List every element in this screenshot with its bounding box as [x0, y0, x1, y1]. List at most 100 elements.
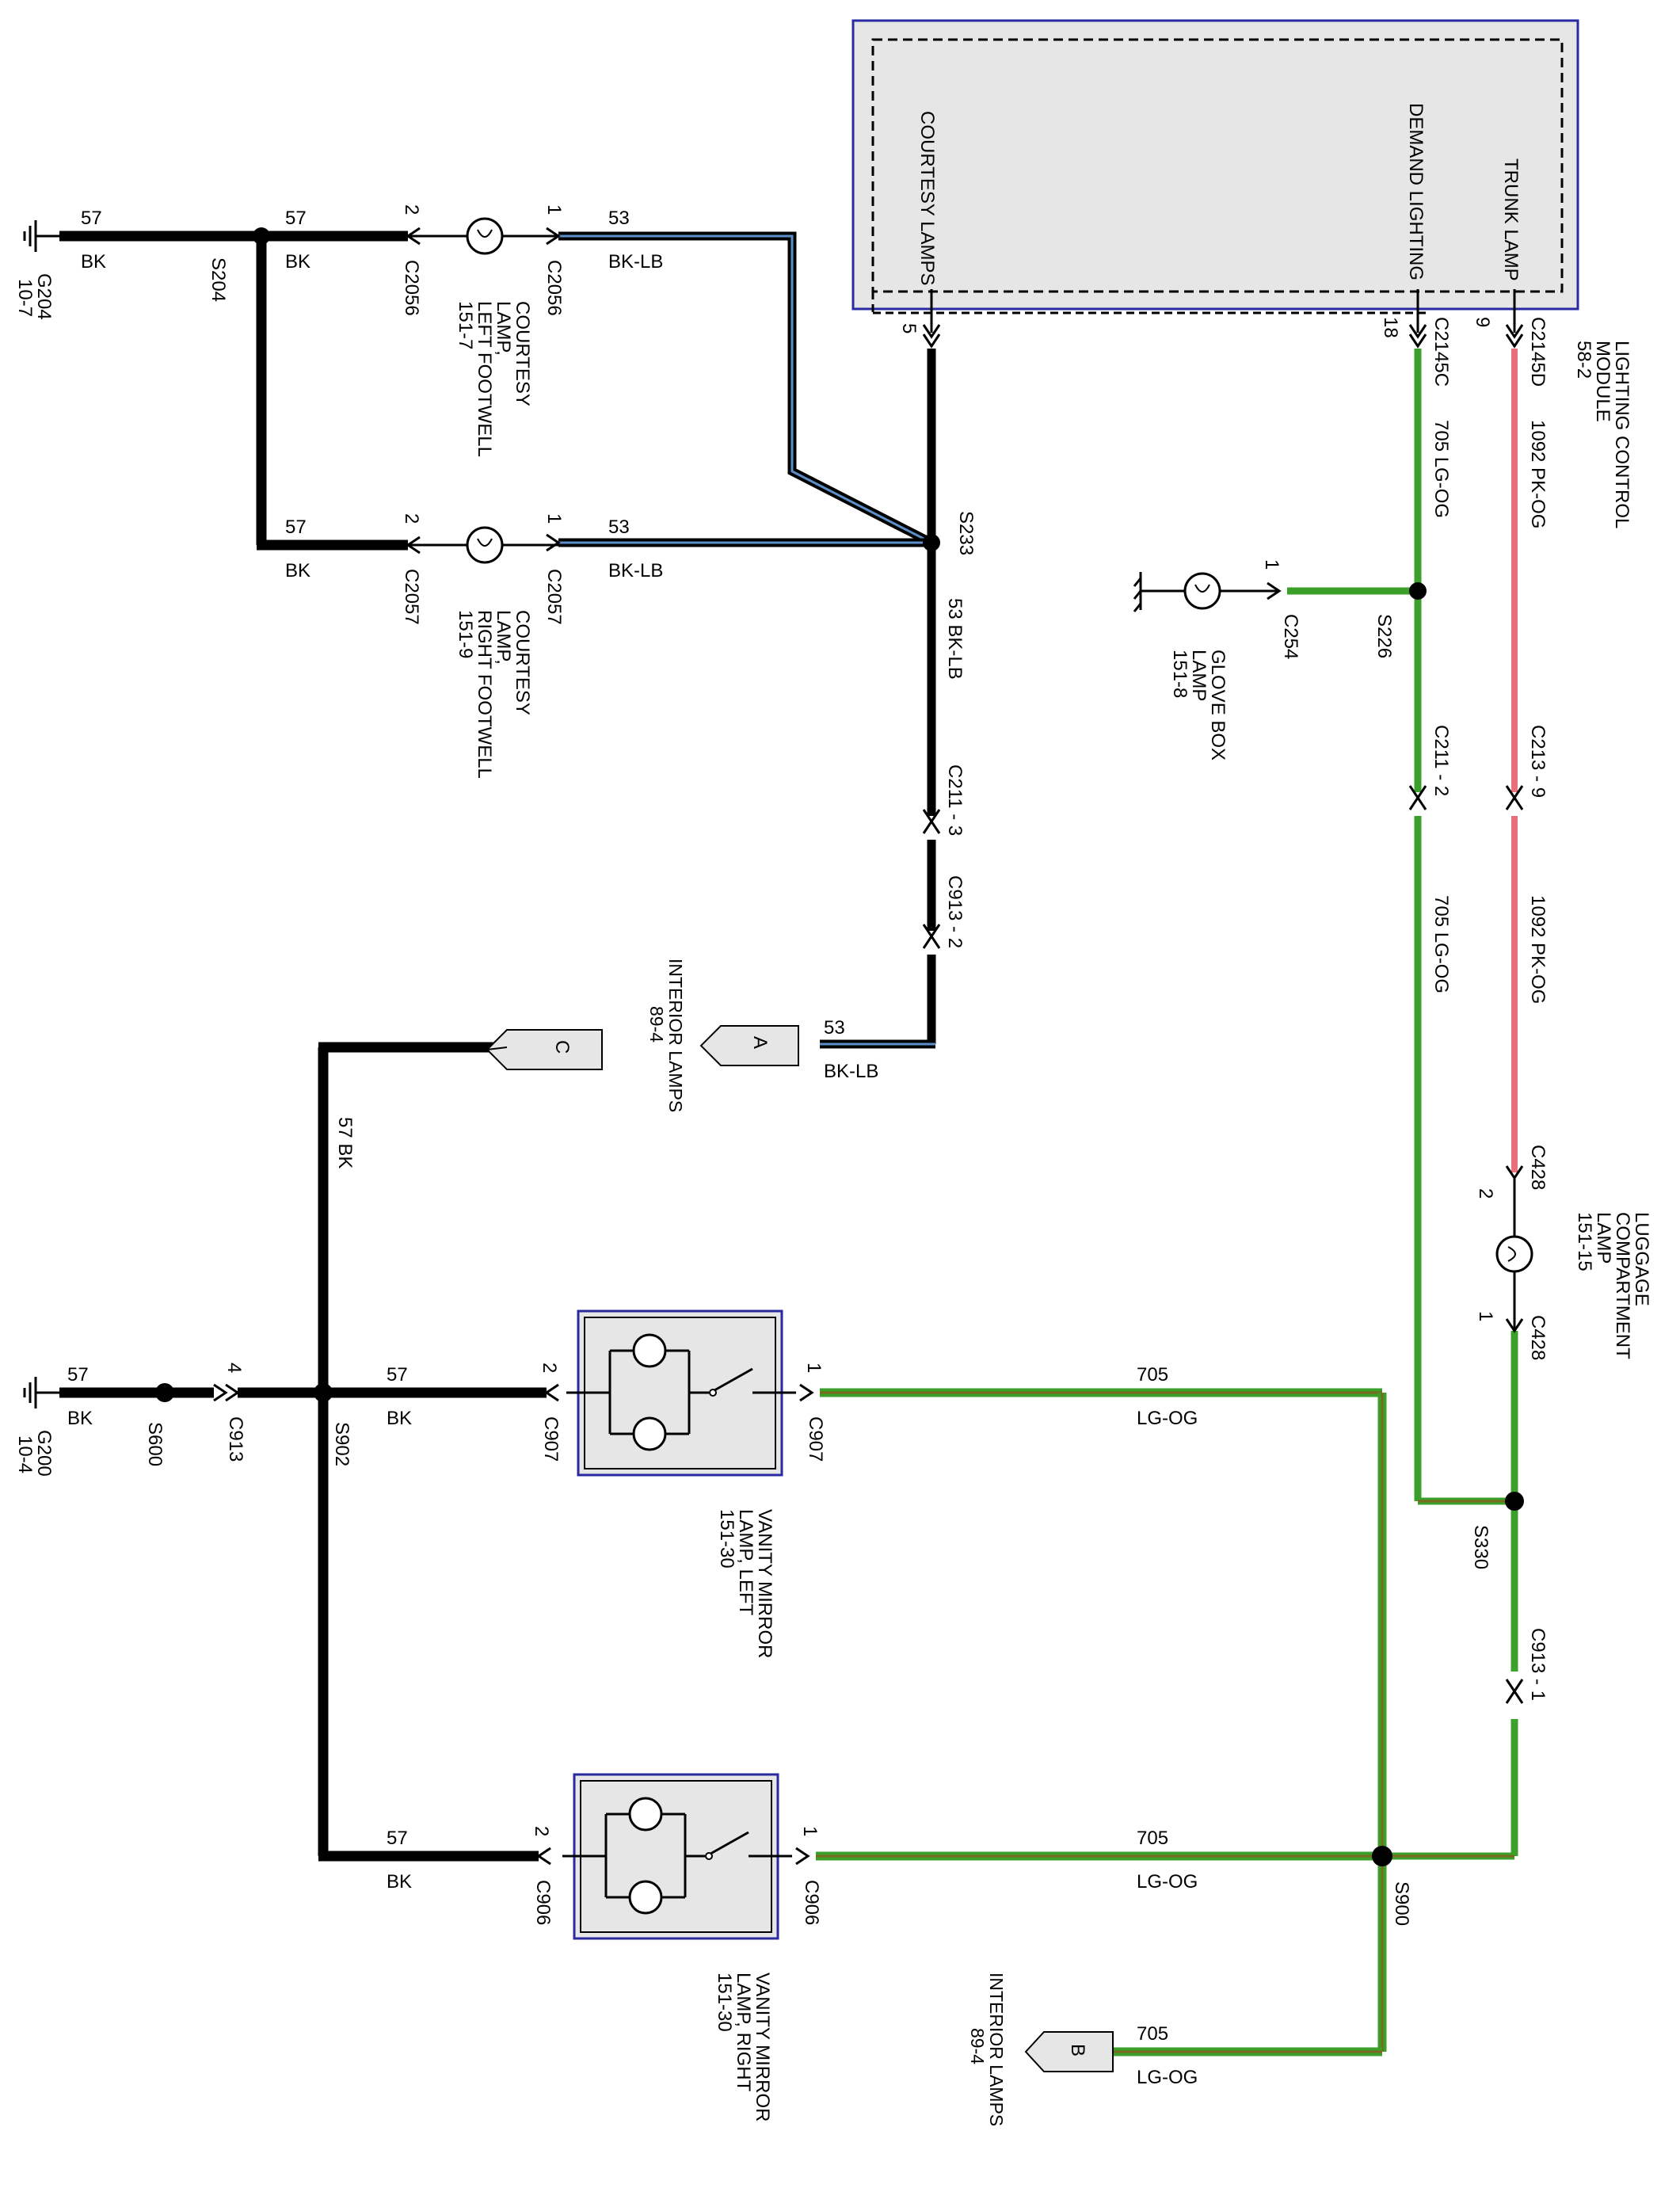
wire-705-label-mid: 705 LG-OG: [1430, 895, 1452, 993]
courtesy-right-label-3: RIGHT FOOTWELL: [474, 610, 495, 779]
connector-c906-left: C906: [532, 1880, 554, 1925]
lamp-icon-glove-box: [1183, 572, 1221, 610]
courtesy-right-label-1: COURTESY: [512, 610, 533, 715]
splice-s900-dot: [1372, 1846, 1392, 1866]
luggage-label-1: LUGGAGE: [1631, 1212, 1652, 1306]
wire-57-label-s204: 57: [285, 208, 307, 229]
wire-53-label-left-bottom: 53: [608, 517, 630, 538]
connector-c213-9: C213 - 9: [1527, 725, 1549, 798]
splice-s330-dot: [1505, 1492, 1524, 1511]
connector-c907-right: C907: [805, 1416, 826, 1462]
wire-bk-label-g204: BK: [81, 251, 106, 273]
connector-c913-1: C913 - 1: [1527, 1628, 1549, 1701]
pin-c913-4: 4: [223, 1363, 245, 1373]
wire-705-label-c907: 705: [1137, 1364, 1168, 1386]
wire-1092-label-mid: 1092 PK-OG: [1527, 895, 1549, 1004]
ground-g200-name: G200: [33, 1430, 55, 1477]
splice-s204: S204: [208, 257, 229, 302]
splice-s902: S902: [331, 1422, 352, 1466]
connector-c2056-right: C2056: [543, 260, 565, 316]
courtesy-left-label-3: LEFT FOOTWELL: [474, 301, 495, 457]
splice-s330: S330: [1470, 1525, 1491, 1569]
luggage-label-3: LAMP: [1593, 1212, 1614, 1264]
splice-s900: S900: [1391, 1881, 1412, 1926]
wire-705-label-c906: 705: [1137, 1828, 1168, 1849]
wire-bklb-label-a: BK-LB: [824, 1061, 878, 1082]
wire-53-bk-lb: [558, 231, 936, 1049]
wire-bklb-label-left-bottom: BK-LB: [608, 560, 663, 581]
pin-c907-2: 2: [539, 1363, 560, 1373]
vanity-left-label-2: LAMP, LEFT: [735, 1509, 756, 1616]
courtesy-right-label-4: 151-9: [455, 610, 476, 658]
pin-c2056-2: 2: [401, 204, 422, 215]
vanity-left-label-1: VANITY MIRROR: [754, 1509, 775, 1658]
wire-57-bk-vertical: 57 BK: [334, 1117, 356, 1168]
pin-c2057-2: 2: [401, 513, 422, 524]
vanity-mirror-left: [566, 1309, 796, 1477]
courtesy-left-label-2: LAMP,: [493, 301, 514, 356]
ground-g204-icon: [23, 220, 59, 252]
chassis-ground-icon: [1133, 572, 1142, 612]
wire-lgog-label-c906: LG-OG: [1137, 1871, 1198, 1893]
module-name-line-3: 58-2: [1573, 341, 1594, 379]
connector-c211-3: C211 - 3: [944, 764, 966, 836]
wire-bk-label-c907: BK: [387, 1408, 412, 1429]
connector-c2057-left: C2057: [401, 569, 422, 625]
connector-c906-right: C906: [801, 1880, 822, 1925]
connector-c907-left: C907: [540, 1416, 562, 1462]
module-pin-courtesy-lamps: COURTESY LAMPS: [916, 111, 938, 286]
offpage-c-letter: C: [551, 1040, 573, 1054]
connector-c2056-left: C2056: [401, 260, 422, 316]
courtesy-right-label-2: LAMP,: [493, 610, 514, 665]
connector-c2145d: C2145D: [1527, 317, 1549, 387]
lighting-control-module: COURTESY LAMPS DEMAND LIGHTING TRUNK LAM…: [851, 19, 1632, 528]
ground-g204-ref: 10-7: [14, 279, 36, 317]
pin-c2057-1: 1: [543, 513, 565, 524]
ground-g200-ref: 10-4: [14, 1435, 36, 1473]
splice-s600-dot: [155, 1383, 174, 1402]
ground-g204-name: G204: [33, 273, 55, 320]
pin-glove-1: 1: [1261, 559, 1282, 570]
wire-bk-label-g200: BK: [67, 1408, 93, 1429]
wire-57-label-c2057: 57: [285, 517, 307, 538]
vanity-left-label-3: 151-30: [716, 1509, 737, 1569]
pin-trunk-9: 9: [1472, 317, 1493, 327]
wire-57-label-g200: 57: [67, 1364, 89, 1386]
wire-57-label-g204: 57: [81, 208, 102, 229]
pin-courtesy-5: 5: [898, 323, 920, 334]
vanity-mirror-right: [562, 1773, 792, 1940]
splice-s902-dot: [314, 1383, 333, 1402]
glove-box-label-3: 151-8: [1169, 650, 1190, 698]
connector-c428-bottom: C428: [1527, 1315, 1549, 1360]
courtesy-left-label-4: 151-7: [455, 301, 476, 349]
ground-g200-icon: [23, 1377, 59, 1408]
wire-bk-label-c2057: BK: [285, 560, 310, 581]
connector-c254: C254: [1280, 614, 1301, 659]
offpage-b: B INTERIOR LAMPS 89-4: [967, 1973, 1114, 2126]
luggage-label-2: COMPARTMENT: [1612, 1212, 1633, 1359]
offpage-c-label-2: 89-4: [646, 1006, 667, 1043]
module-name-line-2: MODULE: [1592, 341, 1613, 422]
wire-lgog-label-b: LG-OG: [1137, 2067, 1198, 2088]
vanity-right-label-2: LAMP, RIGHT: [733, 1973, 754, 2092]
splice-s226-dot: [1409, 582, 1427, 600]
pin-c906-1: 1: [799, 1826, 821, 1836]
wire-bk-label-s204: BK: [285, 251, 310, 273]
module-pin-demand-lighting: DEMAND LIGHTING: [1405, 103, 1427, 280]
pin-luggage-1: 1: [1475, 1311, 1496, 1321]
splice-s600: S600: [144, 1422, 166, 1466]
splice-s233: S233: [955, 511, 977, 555]
wire-57-label-c907: 57: [387, 1364, 408, 1386]
module-pin-trunk-lamp: TRUNK LAMP: [1500, 158, 1522, 281]
wire-705-lg-og: [816, 349, 1518, 2056]
offpage-b-label-1: INTERIOR LAMPS: [986, 1973, 1007, 2126]
connector-c2145c: C2145C: [1430, 317, 1452, 387]
glove-box-label-2: LAMP: [1188, 650, 1210, 701]
offpage-a: A: [699, 1025, 799, 1066]
wire-53-label-vertical: 53 BK-LB: [944, 598, 966, 680]
splice-dots: [155, 227, 1524, 1866]
wire-lgog-label-c907: LG-OG: [1137, 1408, 1198, 1429]
lamp-icon-courtesy-left: [466, 217, 504, 255]
connector-c428-top: C428: [1527, 1145, 1549, 1190]
